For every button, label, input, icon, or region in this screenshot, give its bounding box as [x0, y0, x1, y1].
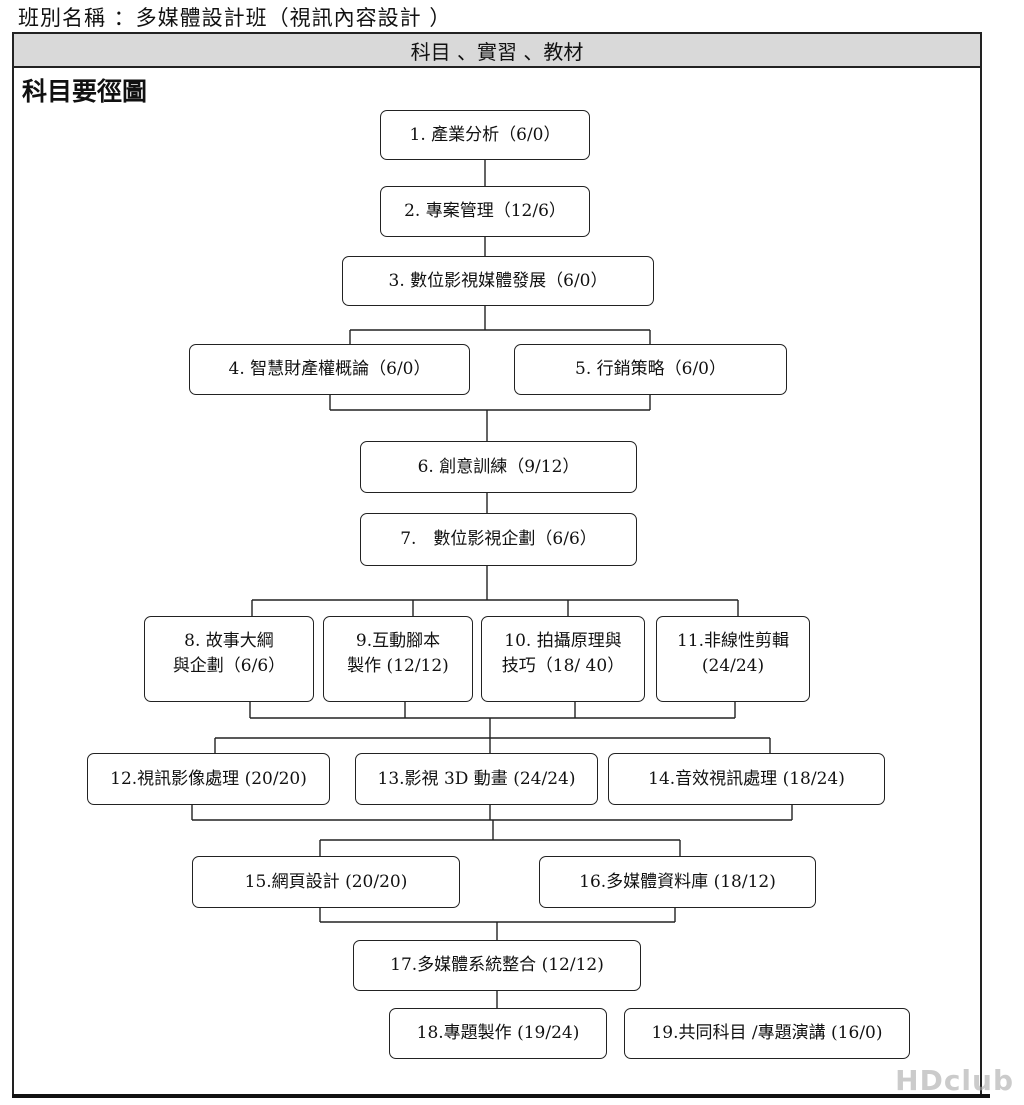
course-label-2: 2. 專案管理（12/6） [404, 201, 566, 222]
course-node-5: 5. 行銷策略（6/0） [514, 344, 787, 395]
course-node-9: 9.互動腳本 製作 (12/12) [323, 616, 473, 702]
header-label: 科目 、實習 、教材 [410, 39, 584, 64]
course-node-10: 10. 拍攝原理與 技巧（18/ 40） [481, 616, 645, 702]
course-label-3: 3. 數位影視媒體發展（6/0） [388, 270, 608, 291]
course-node-7: 7. 數位影視企劃（6/6） [360, 513, 637, 566]
class-name: 班別名稱 ：多媒體設計班（視訊內容設計 ） [18, 6, 452, 30]
course-label-1: 1. 產業分析（6/0） [409, 124, 561, 145]
course-label-10: 10. 拍攝原理與 技巧（18/ 40） [501, 631, 625, 676]
course-node-6: 6. 創意訓練（9/12） [360, 441, 637, 493]
course-label-14: 14.音效視訊處理 (18/24) [648, 768, 845, 789]
course-label-18: 18.專題製作 (19/24) [416, 1023, 580, 1044]
course-label-13: 13.影視 3D 動畫 (24/24) [377, 768, 576, 789]
course-node-15: 15.網頁設計 (20/20) [192, 856, 460, 908]
course-node-16: 16.多媒體資料庫 (18/12) [539, 856, 816, 908]
course-label-9: 9.互動腳本 製作 (12/12) [347, 631, 449, 676]
course-node-14: 14.音效視訊處理 (18/24) [608, 753, 885, 805]
course-node-19: 19.共同科目 /專題演講 (16/0) [624, 1008, 910, 1059]
course-node-18: 18.專題製作 (19/24) [389, 1008, 607, 1059]
course-label-7: 7. 數位影視企劃（6/6） [400, 529, 597, 550]
course-label-17: 17.多媒體系統整合 (12/12) [390, 955, 604, 976]
course-label-4: 4. 智慧財產權概論（6/0） [228, 359, 431, 380]
course-label-16: 16.多媒體資料庫 (18/12) [579, 871, 776, 892]
course-label-5: 5. 行銷策略（6/0） [575, 359, 726, 380]
curriculum-frame: 科目 、實習 、教材 科目要徑圖 [12, 32, 982, 1098]
section-title: 科目要徑圖 [22, 77, 148, 106]
header-bar: 科目 、實習 、教材 [14, 34, 980, 68]
course-node-1: 1. 產業分析（6/0） [380, 110, 590, 160]
course-node-17: 17.多媒體系統整合 (12/12) [353, 940, 641, 991]
course-label-8: 8. 故事大綱 與企劃（6/6） [172, 631, 286, 676]
watermark-logo: HDclub [895, 1064, 1014, 1097]
course-node-2: 2. 專案管理（12/6） [380, 186, 590, 237]
course-node-4: 4. 智慧財產權概論（6/0） [189, 344, 470, 395]
course-label-15: 15.網頁設計 (20/20) [244, 871, 408, 892]
course-label-6: 6. 創意訓練（9/12） [417, 456, 580, 477]
course-label-12: 12.視訊影像處理 (20/20) [110, 768, 307, 789]
course-node-3: 3. 數位影視媒體發展（6/0） [342, 256, 654, 306]
course-label-11: 11.非線性剪輯 (24/24) [676, 631, 790, 676]
course-node-11: 11.非線性剪輯 (24/24) [656, 616, 810, 702]
course-label-19: 19.共同科目 /專題演講 (16/0) [651, 1023, 883, 1044]
course-node-13: 13.影視 3D 動畫 (24/24) [355, 753, 598, 805]
course-node-8: 8. 故事大綱 與企劃（6/6） [144, 616, 314, 702]
course-node-12: 12.視訊影像處理 (20/20) [87, 753, 330, 805]
bottom-border [12, 1094, 990, 1098]
